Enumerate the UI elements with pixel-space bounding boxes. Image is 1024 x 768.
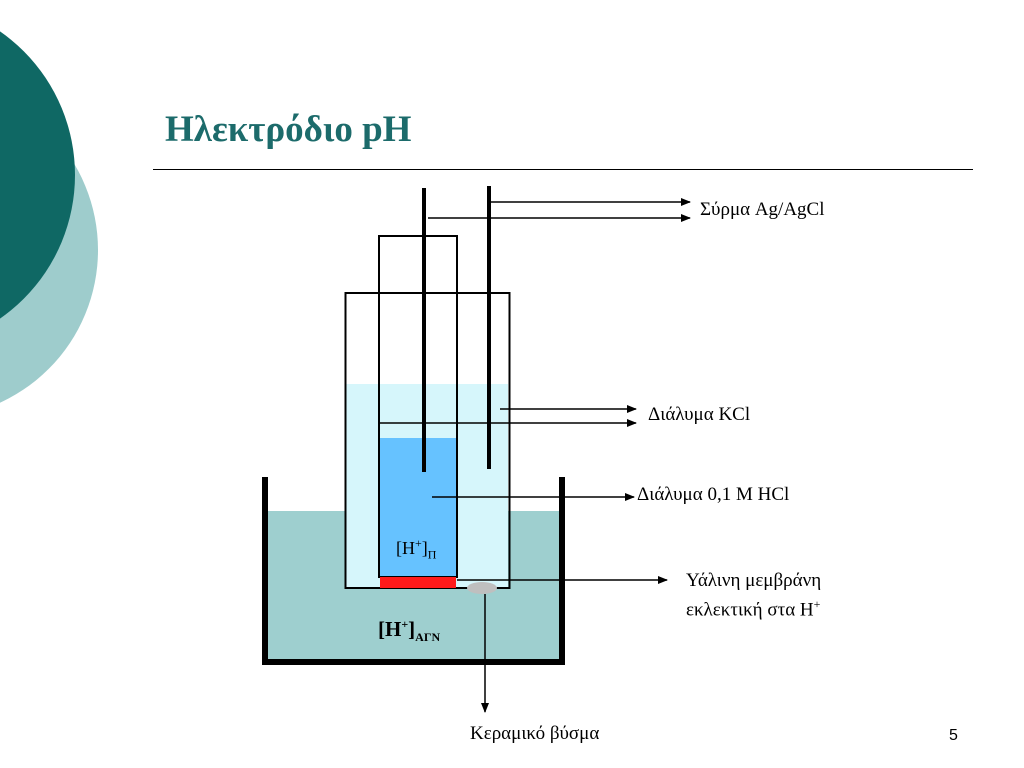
dark-teal-circle	[0, 31, 75, 319]
slide-title: Ηλεκτρόδιο pH	[165, 109, 412, 150]
kcl-label: Διάλυμα KCl	[648, 404, 751, 425]
membrane-label-sup: +	[813, 597, 821, 611]
membrane-label-text: εκλεκτική στα H	[686, 599, 814, 621]
wire-label: Σύρμα Ag/AgCl	[700, 199, 825, 220]
outer-ion-close: ]	[408, 617, 416, 641]
outer-ion-sup: +	[401, 617, 409, 631]
ceramic-label: Κεραμικό βύσμα	[470, 723, 600, 744]
inner-ion-close: ]	[421, 538, 428, 558]
inner-ion-base: [H	[396, 538, 415, 558]
beaker	[262, 477, 565, 665]
membrane-label-line2: εκλεκτική στα H+	[686, 597, 820, 622]
membrane-label-line1: Υάλινη μεμβράνη	[686, 570, 822, 591]
outer-ion-label: [H+]ΑΓΝ	[378, 617, 440, 645]
inner-ion-sub: Π	[427, 547, 437, 562]
page-number: 5	[949, 727, 958, 744]
ceramic-plug	[467, 582, 497, 594]
glass-membrane	[380, 577, 456, 588]
decorative-circles	[0, 31, 98, 403]
hcl-solution	[380, 438, 456, 577]
inner-ion-sup: +	[415, 536, 422, 550]
title-underline	[153, 169, 973, 170]
inner-ion-label: [H+]Π	[396, 536, 436, 562]
hcl-label: Διάλυμα 0,1 M HCl	[637, 484, 790, 505]
outer-ion-base: [H	[378, 617, 402, 641]
outer-ion-sub: ΑΓΝ	[415, 630, 441, 645]
